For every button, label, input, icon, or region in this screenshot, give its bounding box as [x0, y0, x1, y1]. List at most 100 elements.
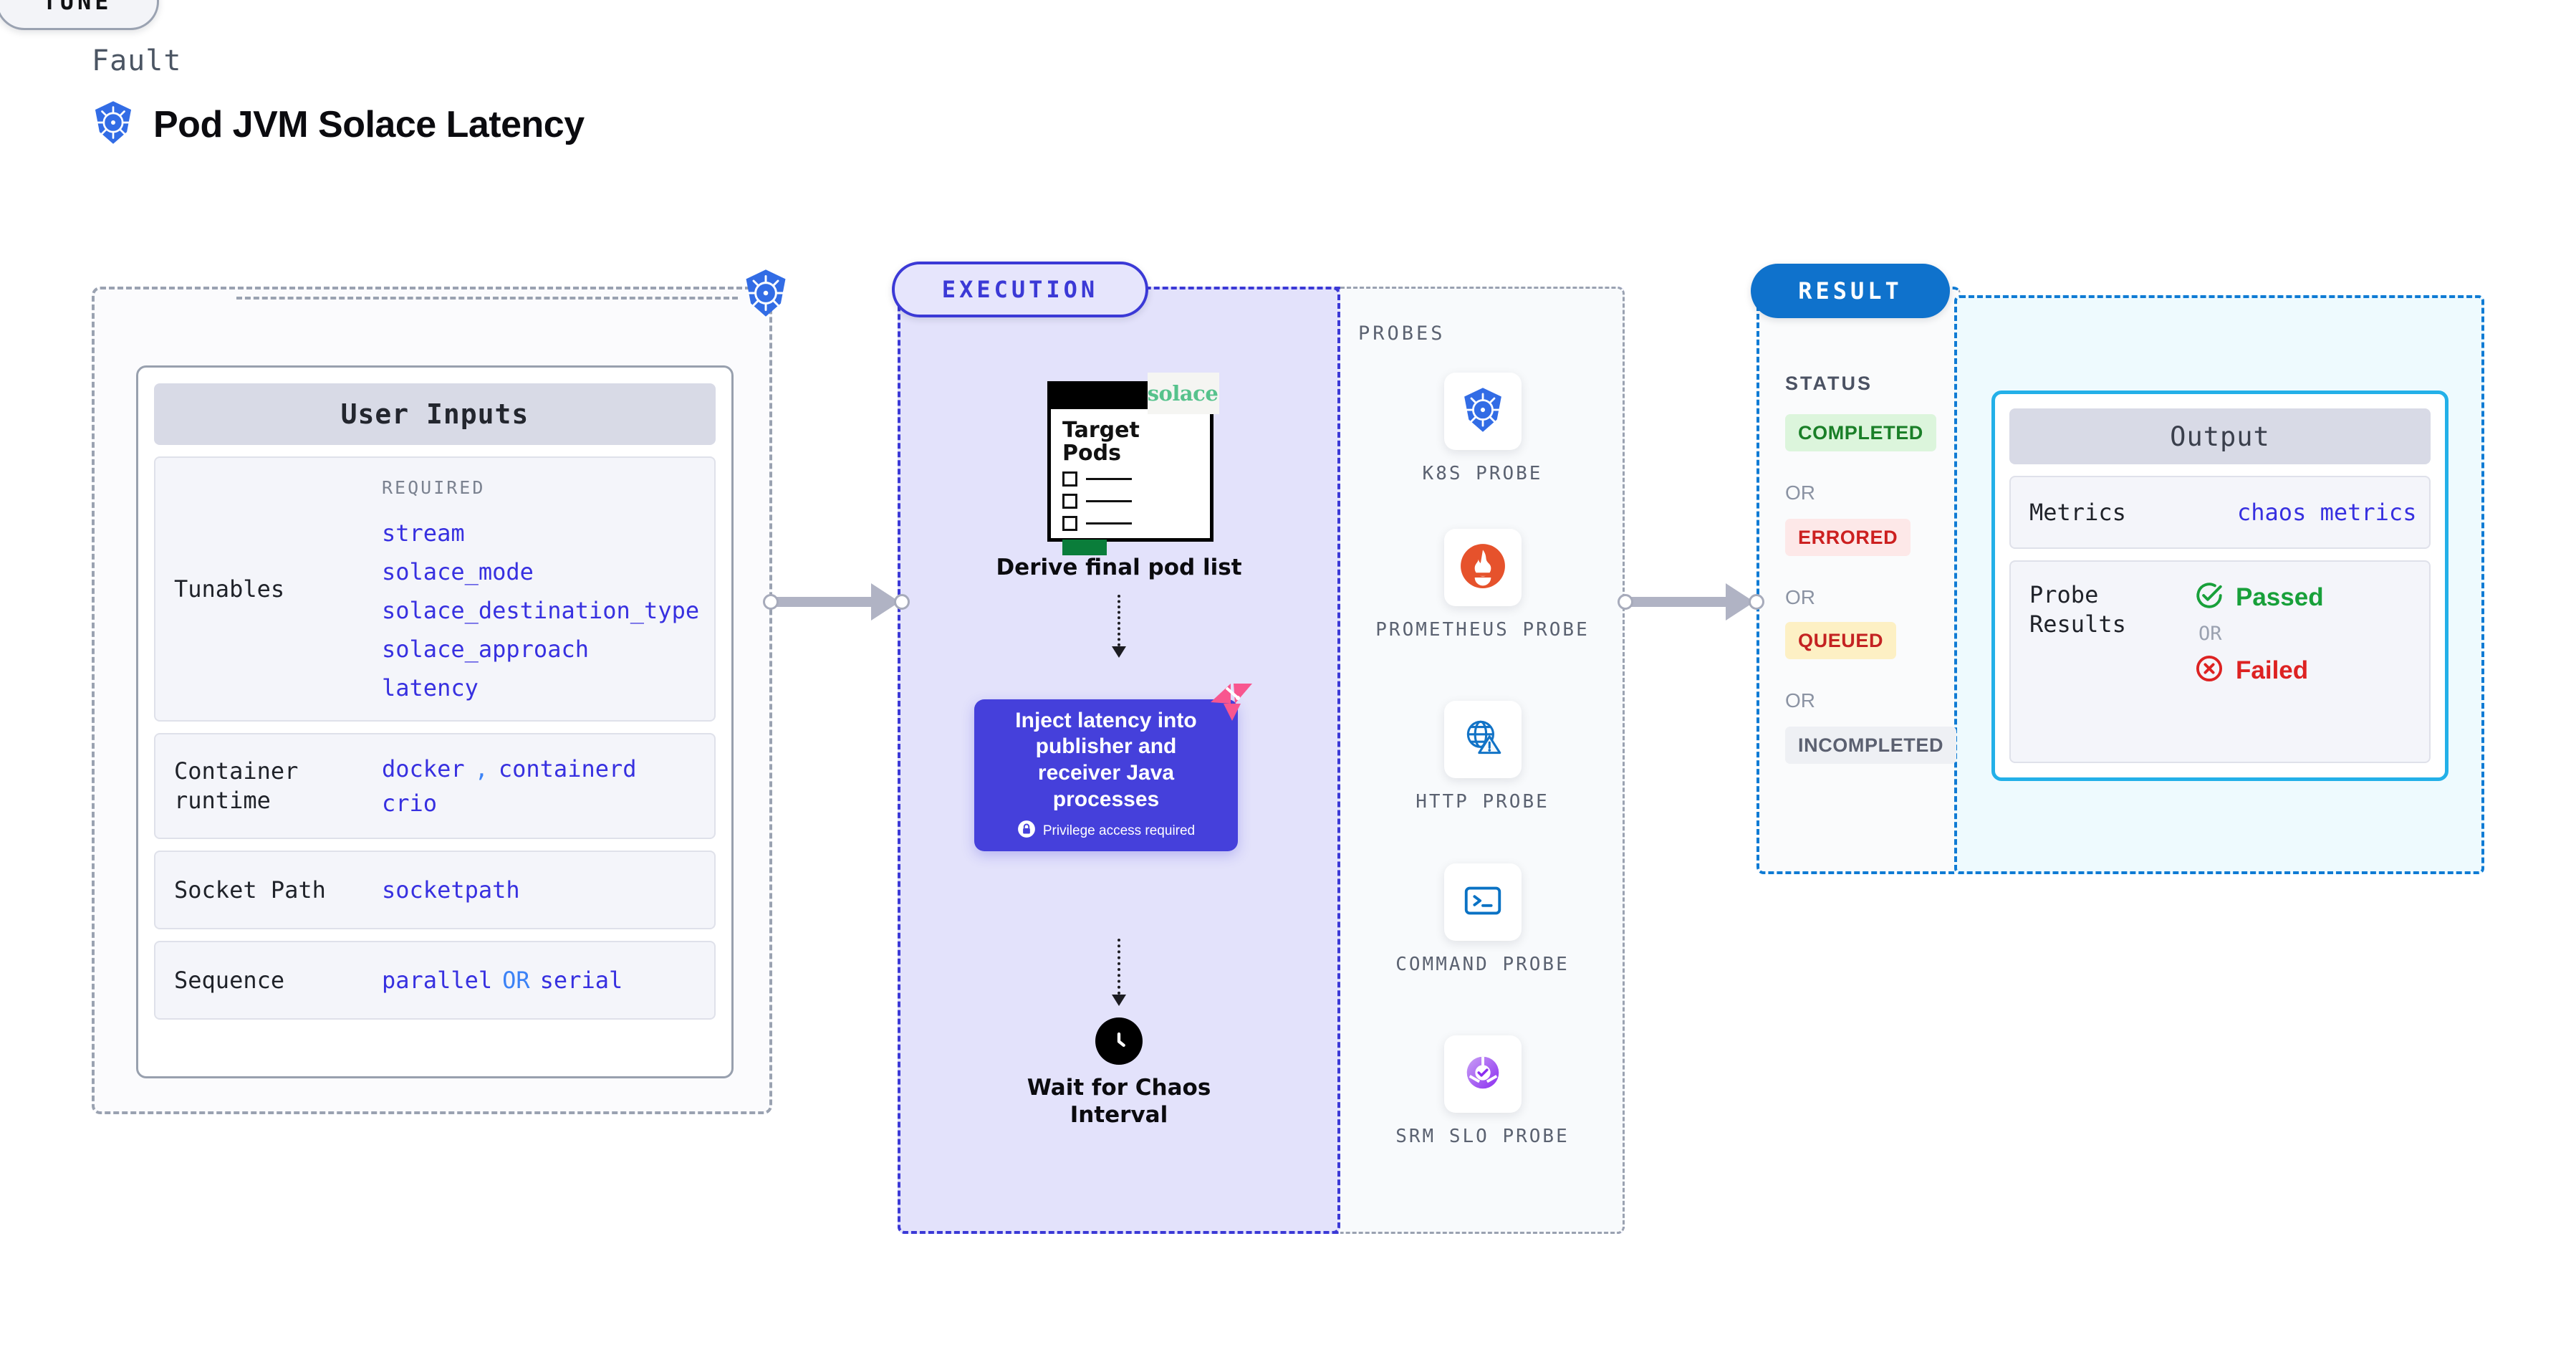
- title-row: Pod JVM Solace Latency: [92, 100, 585, 148]
- sequence-serial[interactable]: serial: [539, 967, 623, 994]
- slo-donut-check-icon: [1461, 1050, 1505, 1098]
- container-runtime-values: docker , containerd crio: [382, 755, 637, 817]
- result-badge: RESULT: [1751, 264, 1950, 318]
- runtime-crio[interactable]: crio: [382, 790, 438, 817]
- socket-path-key: Socket Path: [174, 876, 326, 904]
- probe-tile: [1443, 863, 1522, 941]
- connector-bar: [776, 597, 878, 607]
- container-runtime-key: Container runtime: [174, 757, 299, 814]
- derive-pod-list-step: Target Pods solace: [898, 373, 1340, 658]
- runtime-docker[interactable]: docker: [382, 755, 465, 782]
- sequence-or: OR: [502, 967, 530, 994]
- probe-srm-slo[interactable]: SRM SLO PROBE: [1340, 1035, 1625, 1149]
- privilege-note-text: Privilege access required: [1042, 823, 1196, 839]
- document-title: Target Pods: [1062, 418, 1140, 466]
- kubernetes-icon: [1461, 387, 1505, 436]
- document-checkbox-line: [1062, 471, 1198, 487]
- checkbox-icon: [1062, 516, 1077, 531]
- checkbox-icon: [1062, 471, 1077, 487]
- probe-tile: [1443, 529, 1522, 606]
- solace-logo: solace: [1148, 373, 1219, 414]
- socket-path-value[interactable]: socketpath: [382, 876, 520, 904]
- chaos-ribbon-icon: [1209, 682, 1254, 722]
- prometheus-flame-icon: [1459, 542, 1506, 593]
- connector-end-dot: [1749, 594, 1764, 610]
- tunables-key: Tunables: [174, 575, 285, 603]
- connector-start-dot: [1618, 594, 1633, 610]
- status-or-1: OR: [1785, 482, 1815, 504]
- fault-kicker: Fault: [92, 44, 182, 77]
- passed-label: Passed: [2236, 583, 2324, 611]
- probe-result-passed: Passed: [2194, 580, 2324, 614]
- metrics-value[interactable]: chaos metrics: [2237, 499, 2417, 526]
- check-circle-icon: [2194, 580, 2224, 614]
- status-badge-completed: COMPLETED: [1785, 414, 1936, 451]
- connector-bar: [1630, 597, 1733, 607]
- globe-warning-icon: [1459, 714, 1506, 765]
- text-rule: [1086, 500, 1132, 502]
- tunable-latency[interactable]: latency: [382, 674, 479, 701]
- connector-tune-to-execution: [763, 580, 910, 623]
- metrics-row: Metrics chaos metrics: [2009, 476, 2431, 549]
- kubernetes-icon: [92, 100, 135, 148]
- failed-label: Failed: [2236, 656, 2309, 684]
- output-title: Output: [2009, 408, 2431, 464]
- probe-label: SRM SLO PROBE: [1395, 1126, 1570, 1147]
- kubernetes-icon: [741, 269, 790, 317]
- probe-tile: [1443, 373, 1522, 450]
- arrow-head: [1112, 646, 1126, 658]
- probe-label: HTTP PROBE: [1416, 791, 1549, 813]
- tune-badge: TUNE: [0, 0, 159, 30]
- tunable-solace-mode[interactable]: solace_mode: [382, 557, 534, 585]
- runtime-containerd[interactable]: containerd: [498, 755, 637, 782]
- probe-label: K8S PROBE: [1422, 463, 1543, 484]
- probe-k8s[interactable]: K8S PROBE: [1340, 373, 1625, 487]
- probe-tile: [1443, 1035, 1522, 1113]
- connector-start-dot: [763, 594, 779, 610]
- probe-label: COMMAND PROBE: [1395, 954, 1570, 975]
- tunables-row: Tunables REQUIRED stream solace_mode sol…: [154, 456, 716, 722]
- text-rule: [1086, 522, 1132, 525]
- target-pods-document: Target Pods solace: [1033, 373, 1219, 555]
- runtime-separator: ,: [474, 755, 489, 782]
- probe-label: PROMETHEUS PROBE: [1375, 619, 1590, 641]
- arrow-head: [1112, 995, 1126, 1006]
- probe-command[interactable]: COMMAND PROBE: [1340, 863, 1625, 977]
- probe-http[interactable]: HTTP PROBE: [1340, 701, 1625, 815]
- inject-latency-card[interactable]: Inject latency into publisher and receiv…: [974, 699, 1238, 851]
- metrics-key: Metrics: [2029, 498, 2126, 526]
- connector-end-dot: [894, 594, 910, 610]
- metrics-values: chaos metrics: [2237, 499, 2416, 526]
- sequence-values: parallel OR serial: [382, 967, 623, 994]
- x-circle-icon: [2194, 653, 2224, 687]
- probe-prometheus[interactable]: PROMETHEUS PROBE: [1340, 529, 1625, 643]
- output-card: Output Metrics chaos metrics Probe Resul…: [1991, 391, 2448, 781]
- derive-caption: Derive final pod list: [996, 555, 1242, 580]
- tunable-solace-approach[interactable]: solace_approach: [382, 635, 589, 663]
- socket-path-values: socketpath: [382, 876, 520, 904]
- lock-icon: [1017, 820, 1036, 843]
- probes-title: PROBES: [1358, 322, 1446, 345]
- arrow-shaft: [1118, 594, 1120, 646]
- probe-results-row: Probe Results Passed OR: [2009, 560, 2431, 763]
- wait-chaos-interval-step: Wait for Chaos Interval: [898, 939, 1340, 1129]
- status-badge-errored: ERRORED: [1785, 519, 1911, 556]
- required-label: REQUIRED: [382, 476, 486, 498]
- status-badge-queued: QUEUED: [1785, 622, 1897, 659]
- page-header: Fault Pod JVM Solace Latency: [92, 44, 585, 148]
- sequence-parallel[interactable]: parallel: [382, 967, 493, 994]
- document-checkbox-line: [1062, 494, 1198, 509]
- user-inputs-card: User Inputs Tunables REQUIRED stream sol…: [136, 365, 734, 1078]
- tunable-solace-destination-type[interactable]: solace_destination_type: [382, 596, 700, 624]
- flow-arrow-2: [1112, 939, 1126, 1006]
- tunable-stream[interactable]: stream: [382, 519, 465, 547]
- flow-arrow-1: [1112, 594, 1126, 658]
- page-title: Pod JVM Solace Latency: [153, 103, 585, 145]
- wait-caption: Wait for Chaos Interval: [1027, 1075, 1211, 1128]
- checkbox-icon: [1062, 494, 1077, 509]
- status-title: STATUS: [1785, 373, 1873, 394]
- probe-results-values: Passed OR Failed: [2194, 580, 2324, 687]
- socket-path-row: Socket Path socketpath: [154, 851, 716, 929]
- tunables-values: REQUIRED stream solace_mode solace_desti…: [382, 477, 699, 701]
- tune-top-dash: [236, 297, 738, 300]
